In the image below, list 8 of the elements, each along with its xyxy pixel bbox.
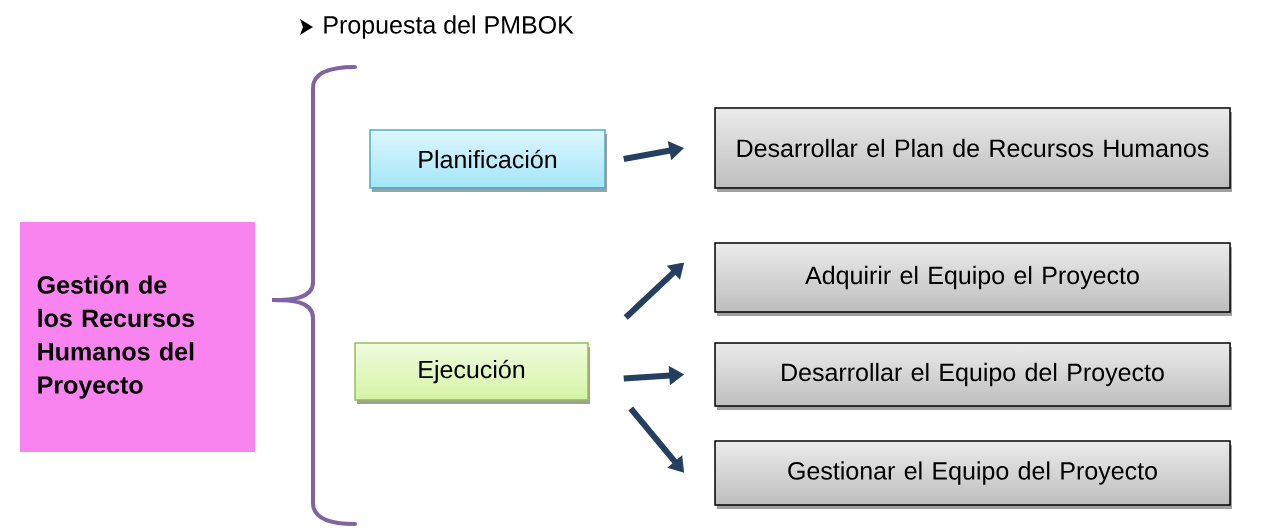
phase-box: Planificación — [369, 129, 607, 192]
process-box: Desarrollar el Plan de Recursos Humanos — [714, 107, 1232, 192]
process-box: Adquirir el Equipo el Proyecto — [714, 242, 1232, 316]
process-box: Gestionar el Equipo del Proyecto — [714, 440, 1232, 509]
topic-box: Gestión de los Recursos Humanos del Proyecto — [20, 222, 255, 452]
title: Propuesta del PMBOK — [324, 15, 574, 39]
process-box: Desarrollar el Equipo del Proyecto — [714, 342, 1232, 410]
phase-box: Ejecución — [354, 342, 590, 404]
